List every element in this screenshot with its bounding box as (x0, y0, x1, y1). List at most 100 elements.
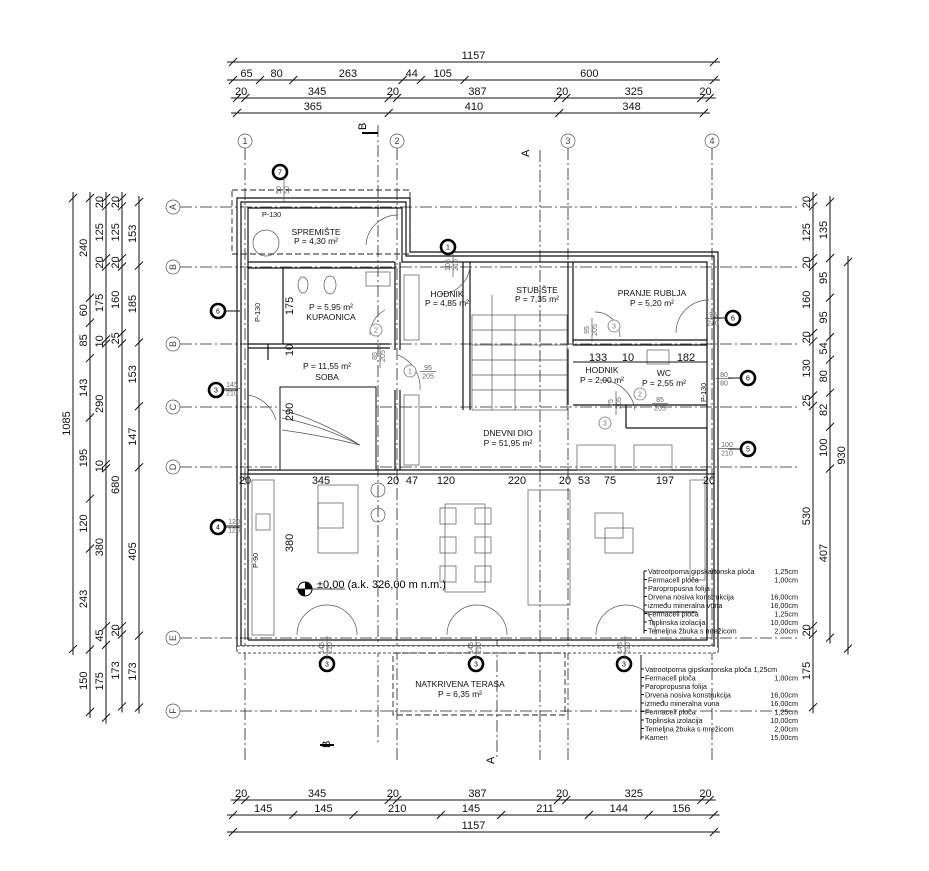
dimension-label: 54 (818, 342, 830, 354)
opening-height: 210 (327, 642, 334, 654)
layer-thickness: 16,00cm (770, 691, 798, 700)
roof-outline (231, 189, 411, 255)
grid-column-1: 1 (237, 133, 253, 149)
grid-labels: 1 2 3 4 A B B C D E F (165, 133, 720, 719)
dimension-label: 325 (625, 86, 643, 98)
window-label: P-130 (262, 210, 281, 219)
marker-number: 3 (474, 662, 478, 669)
coffee-table (594, 512, 624, 539)
layer-name: Fermacell ploča (645, 674, 696, 683)
armchair (576, 444, 616, 471)
dimension-label: 145 (462, 803, 480, 815)
opening-height: 210 (721, 451, 733, 458)
room-area: P = 11,55 m² (303, 361, 351, 371)
room-name: KUPAONICA (306, 312, 356, 322)
dimension-label: 530 (801, 507, 813, 525)
detail-marker: 6 (209, 302, 240, 320)
kitchen-island (317, 484, 359, 554)
opening-width: 145 (226, 382, 238, 389)
dimension-label: 45 (94, 629, 106, 641)
door-tag: 2 (369, 323, 383, 337)
interior-dim: 20 (559, 475, 571, 487)
opening-height: 210 (625, 642, 632, 654)
layer-thickness: 1,00cm (774, 576, 798, 585)
terrace-outline (392, 652, 566, 716)
kitchen-counter (251, 479, 275, 636)
room-name: STUBIŠTE (516, 285, 558, 295)
door-tag: 3 (598, 416, 612, 430)
dimension-label: 82 (818, 404, 830, 416)
dimension-label: 20 (556, 788, 568, 800)
dimension-label: 930 (836, 446, 848, 464)
dimension-label: 1085 (61, 411, 73, 435)
grid-column-3: 3 (560, 133, 576, 149)
room-area: P = 6,35 m² (438, 689, 482, 699)
marker-number: 3 (622, 662, 626, 669)
interior-dim: 175 (284, 297, 296, 315)
opening-width: 145 (468, 642, 475, 654)
grid-row-f: F (165, 703, 181, 719)
dimension-label: 20 (801, 624, 813, 636)
dimension-label: 290 (94, 395, 106, 413)
dimension-label: 365 (304, 101, 322, 113)
dimension-label: 150 (78, 671, 90, 689)
dimension-label: 175 (94, 294, 106, 312)
detail-marker: 6 (713, 309, 742, 327)
interior-dim: 47 (406, 475, 418, 487)
layer-thickness: 10,00cm (770, 716, 798, 725)
layer-name: Vatrootporna gipskartonska ploča 1,25cm (645, 665, 777, 674)
dimension-label: 20 (235, 788, 247, 800)
dimension-label: 153 (127, 365, 139, 383)
dimension-label: 243 (78, 590, 90, 608)
opening-width: 95 (424, 365, 432, 372)
layer-thickness: 16,00cm (770, 699, 798, 708)
dimension-label: 20 (94, 196, 106, 208)
interior-dim: 20 (239, 475, 251, 487)
dimension-label: 95 (818, 272, 830, 284)
interior-dim: 20 (703, 475, 715, 487)
opening-height: 205 (654, 406, 666, 413)
grid-label: 3 (565, 136, 570, 146)
dimension-label: 135 (818, 221, 830, 239)
dimension-label: 20 (94, 256, 106, 268)
dimension-label: 85 (78, 334, 90, 346)
dimension-label: 100 (818, 439, 830, 457)
toilet (297, 276, 309, 294)
opening-width: 100 (721, 442, 733, 449)
dimension-label: 95 (818, 311, 830, 323)
opening-width: 95 (709, 312, 717, 319)
interior-dim: 290 (284, 403, 296, 421)
layer-name: Toplinska izolacija (648, 618, 706, 627)
dimension-label: 185 (127, 295, 139, 313)
layer-name: Paropropusna folija (645, 682, 707, 691)
opening-height: 210 (453, 259, 460, 271)
dimension-label: 20 (110, 256, 122, 268)
room-area: P = 2,55 m² (642, 378, 686, 388)
layer-name: Fermacell ploča (648, 610, 699, 619)
marker-number: 7 (278, 170, 282, 177)
foundation-strip (236, 645, 719, 654)
window-label: P-130 (253, 303, 262, 322)
room-name: HODNIK (585, 365, 618, 375)
door-tag-number: 3 (612, 324, 616, 331)
dimension-label: 44 (406, 68, 418, 80)
opening-height: 205 (616, 397, 623, 409)
grid-row-d: D (165, 459, 181, 475)
dimension-label: 147 (127, 428, 139, 446)
interior-dim: 133 (589, 352, 607, 364)
dimension-label: 80 (818, 370, 830, 382)
grid-label: 2 (394, 136, 399, 146)
